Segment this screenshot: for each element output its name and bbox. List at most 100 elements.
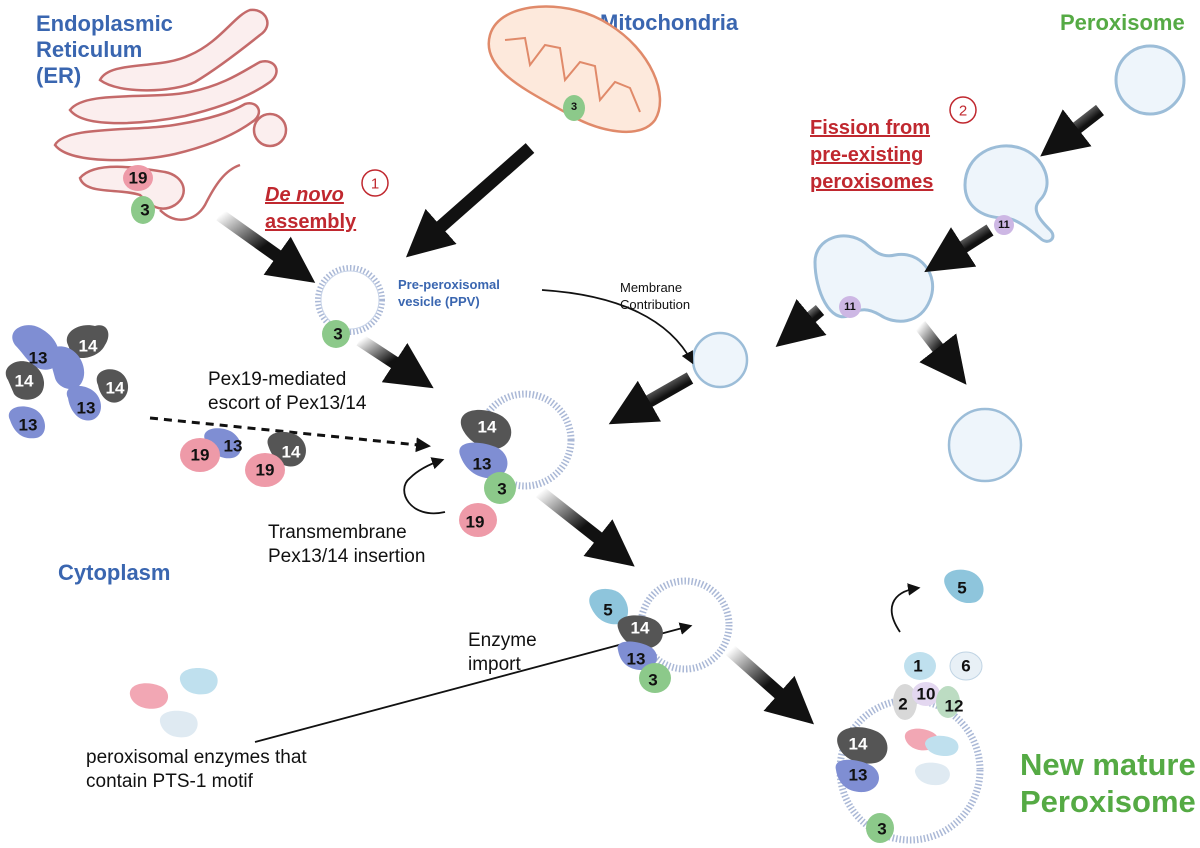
svg-text:14: 14 bbox=[631, 619, 650, 638]
svg-text:3: 3 bbox=[571, 101, 577, 113]
svg-text:12: 12 bbox=[945, 697, 964, 716]
svg-text:13: 13 bbox=[627, 650, 646, 669]
pex19-pex14-complex: 14 19 bbox=[245, 431, 306, 487]
mito-pex3: 3 bbox=[563, 95, 585, 121]
svg-text:2: 2 bbox=[898, 695, 907, 714]
svg-text:Contribution: Contribution bbox=[620, 297, 690, 312]
svg-text:3: 3 bbox=[140, 201, 149, 220]
er-pex19: 19 bbox=[123, 165, 153, 191]
svg-text:19: 19 bbox=[191, 446, 210, 465]
mitochondria-organelle bbox=[487, 5, 662, 133]
pex19-pex13-complex: 13 19 bbox=[180, 428, 242, 472]
flow-arrows bbox=[216, 104, 1104, 725]
er-pex3: 3 bbox=[131, 196, 155, 224]
svg-text:13: 13 bbox=[77, 399, 96, 418]
svg-text:14: 14 bbox=[106, 379, 125, 398]
svg-text:14: 14 bbox=[282, 443, 301, 462]
svg-text:contain PTS-1 motif: contain PTS-1 motif bbox=[86, 771, 254, 792]
svg-text:Endoplasmic: Endoplasmic bbox=[36, 11, 173, 36]
pathway-1-badge bbox=[361, 169, 389, 197]
svg-text:vesicle (PPV): vesicle (PPV) bbox=[398, 294, 480, 309]
svg-text:3: 3 bbox=[648, 671, 657, 690]
maturing-vesicle-proteins: 14 13 3 19 bbox=[459, 409, 516, 537]
svg-text:assembly: assembly bbox=[265, 211, 357, 233]
svg-text:14: 14 bbox=[478, 418, 497, 437]
pex11-elongating: 11 bbox=[994, 215, 1014, 235]
insertion-label: Transmembrane Pex13/14 insertion bbox=[268, 522, 425, 567]
svg-text:5: 5 bbox=[957, 579, 966, 598]
fission-pathway-label: Fission from pre-existing peroxisomes 2 bbox=[810, 96, 977, 193]
mature-peroxisome-proteins: 1 6 2 10 12 14 13 3 bbox=[835, 651, 983, 843]
pts1-enzymes bbox=[129, 668, 218, 738]
peroxisome-title: Peroxisome bbox=[1060, 10, 1185, 35]
svg-text:14: 14 bbox=[79, 337, 98, 356]
ppv-label: Pre-peroxisomal vesicle (PPV) bbox=[398, 277, 500, 309]
import-vesicle bbox=[637, 577, 733, 673]
svg-text:Pex13/14 insertion: Pex13/14 insertion bbox=[268, 546, 425, 567]
import-vesicle-proteins: 5 14 13 3 bbox=[589, 588, 671, 693]
svg-text:2: 2 bbox=[959, 103, 967, 120]
svg-text:Peroxisome: Peroxisome bbox=[1020, 784, 1196, 819]
svg-text:Transmembrane: Transmembrane bbox=[268, 522, 407, 543]
svg-text:pre-existing: pre-existing bbox=[810, 144, 923, 166]
svg-text:19: 19 bbox=[129, 169, 148, 188]
svg-text:10: 10 bbox=[917, 685, 936, 704]
svg-text:peroxisomes: peroxisomes bbox=[810, 171, 933, 193]
svg-text:import: import bbox=[468, 654, 522, 675]
svg-text:13: 13 bbox=[473, 455, 492, 474]
released-pex5: 5 bbox=[944, 569, 984, 604]
enzyme-import-arrow bbox=[254, 622, 693, 743]
svg-text:1: 1 bbox=[371, 176, 379, 193]
svg-text:11: 11 bbox=[844, 301, 856, 313]
svg-text:escort of Pex13/14: escort of Pex13/14 bbox=[208, 393, 367, 414]
svg-text:Pex19-mediated: Pex19-mediated bbox=[208, 369, 346, 390]
svg-text:13: 13 bbox=[849, 766, 868, 785]
svg-text:3: 3 bbox=[333, 325, 342, 344]
svg-text:peroxisomal enzymes that: peroxisomal enzymes that bbox=[86, 747, 307, 768]
escort-arrow bbox=[149, 416, 431, 453]
svg-text:3: 3 bbox=[877, 820, 886, 839]
existing-peroxisome bbox=[1114, 44, 1186, 116]
escort-label: Pex19-mediated escort of Pex13/14 bbox=[208, 369, 367, 414]
svg-text:13: 13 bbox=[19, 416, 38, 435]
mature-peroxisome-title: New mature Peroxisome bbox=[1020, 747, 1196, 819]
svg-text:5: 5 bbox=[603, 601, 612, 620]
membrane-contribution-label: Membrane Contribution bbox=[620, 280, 690, 312]
svg-text:1: 1 bbox=[913, 657, 922, 676]
svg-text:6: 6 bbox=[961, 657, 970, 676]
mitochondria-title: Mitochondria bbox=[600, 10, 739, 35]
svg-text:Pre-peroxisomal: Pre-peroxisomal bbox=[398, 277, 500, 292]
svg-text:14: 14 bbox=[849, 735, 868, 754]
daughter-vesicle bbox=[691, 331, 749, 389]
er-title: Endoplasmic Reticulum (ER) bbox=[36, 11, 173, 88]
er-organelle bbox=[53, 8, 288, 221]
svg-text:13: 13 bbox=[29, 349, 48, 368]
de-novo-pathway-label: De novo assembly 1 bbox=[265, 169, 389, 233]
pex11-dividing: 11 bbox=[839, 296, 861, 318]
enzyme-import-label: Enzyme import bbox=[468, 630, 537, 675]
svg-text:De novo: De novo bbox=[265, 184, 344, 206]
dividing-peroxisome bbox=[813, 234, 935, 323]
cytosolic-pex13-pex14: 13 14 14 14 13 13 bbox=[5, 325, 129, 439]
svg-text:Reticulum: Reticulum bbox=[36, 37, 142, 62]
pathway-2-badge bbox=[949, 96, 977, 124]
svg-text:3: 3 bbox=[497, 480, 506, 499]
svg-text:Fission from: Fission from bbox=[810, 117, 930, 139]
svg-text:19: 19 bbox=[466, 513, 485, 532]
cytoplasm-title: Cytoplasm bbox=[58, 560, 170, 585]
pts1-enzymes-label: peroxisomal enzymes that contain PTS-1 m… bbox=[86, 747, 307, 792]
ppv-pex3: 3 bbox=[322, 320, 350, 348]
svg-text:11: 11 bbox=[998, 219, 1010, 231]
membrane-contribution-arrow bbox=[541, 289, 694, 365]
insertion-arrow bbox=[403, 457, 446, 515]
svg-text:Enzyme: Enzyme bbox=[468, 630, 537, 651]
svg-text:19: 19 bbox=[256, 461, 275, 480]
pre-peroxisomal-vesicle bbox=[315, 265, 385, 335]
svg-text:Membrane: Membrane bbox=[620, 280, 682, 295]
pex5-recycle-arrow bbox=[890, 583, 921, 633]
svg-text:New mature: New mature bbox=[1020, 747, 1196, 782]
svg-text:(ER): (ER) bbox=[36, 63, 81, 88]
svg-text:13: 13 bbox=[224, 437, 243, 456]
daughter-peroxisome bbox=[947, 407, 1023, 483]
